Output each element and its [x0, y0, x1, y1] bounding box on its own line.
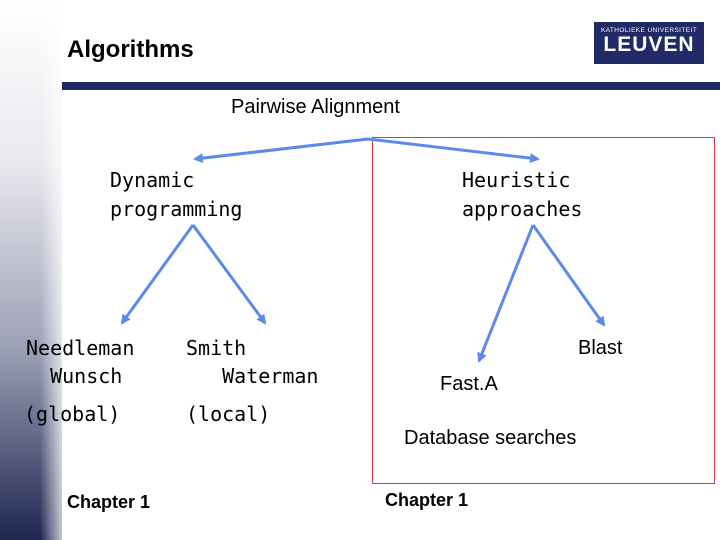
arrow-to-heuristic: [367, 137, 540, 164]
node-dynamic-line2: programming: [110, 197, 243, 221]
node-blast: Blast: [578, 337, 623, 359]
node-smith-note: (local): [186, 402, 271, 426]
arrow-to-dynamic: [193, 137, 369, 164]
node-database-searches: Database searches: [404, 427, 577, 449]
node-fasta: Fast.A: [440, 373, 498, 395]
logo-main-text: LEUVEN: [603, 33, 695, 56]
node-needleman-line1: Needleman: [26, 336, 135, 360]
arrow-to-blast: [531, 224, 606, 327]
sidebar-fade: [40, 0, 70, 540]
arrow-to-needleman: [120, 224, 195, 325]
chapter-left: Chapter 1: [67, 492, 151, 512]
arrow-to-smith: [191, 224, 267, 325]
heuristic-highlight-box: [372, 137, 715, 484]
header-rule: [62, 82, 720, 90]
arrow-to-fasta: [477, 224, 535, 363]
node-heuristic-line2: approaches: [462, 197, 583, 221]
node-needleman-note: (global): [24, 402, 121, 426]
university-logo: KATHOLIEKE UNIVERSITEIT LEUVEN: [594, 22, 704, 64]
node-smith-line1: Smith: [186, 336, 247, 360]
node-heuristic-line1: Heuristic: [462, 168, 571, 192]
slide-title: Algorithms: [67, 36, 194, 63]
logo-top-text: KATHOLIEKE UNIVERSITEIT: [600, 27, 698, 34]
node-pairwise-alignment: Pairwise Alignment: [231, 96, 400, 118]
chapter-right: Chapter 1: [385, 490, 469, 510]
node-dynamic-line1: Dynamic: [110, 168, 195, 192]
node-needleman-line2: Wunsch: [26, 364, 123, 388]
node-smith-line2: Waterman: [186, 364, 319, 388]
